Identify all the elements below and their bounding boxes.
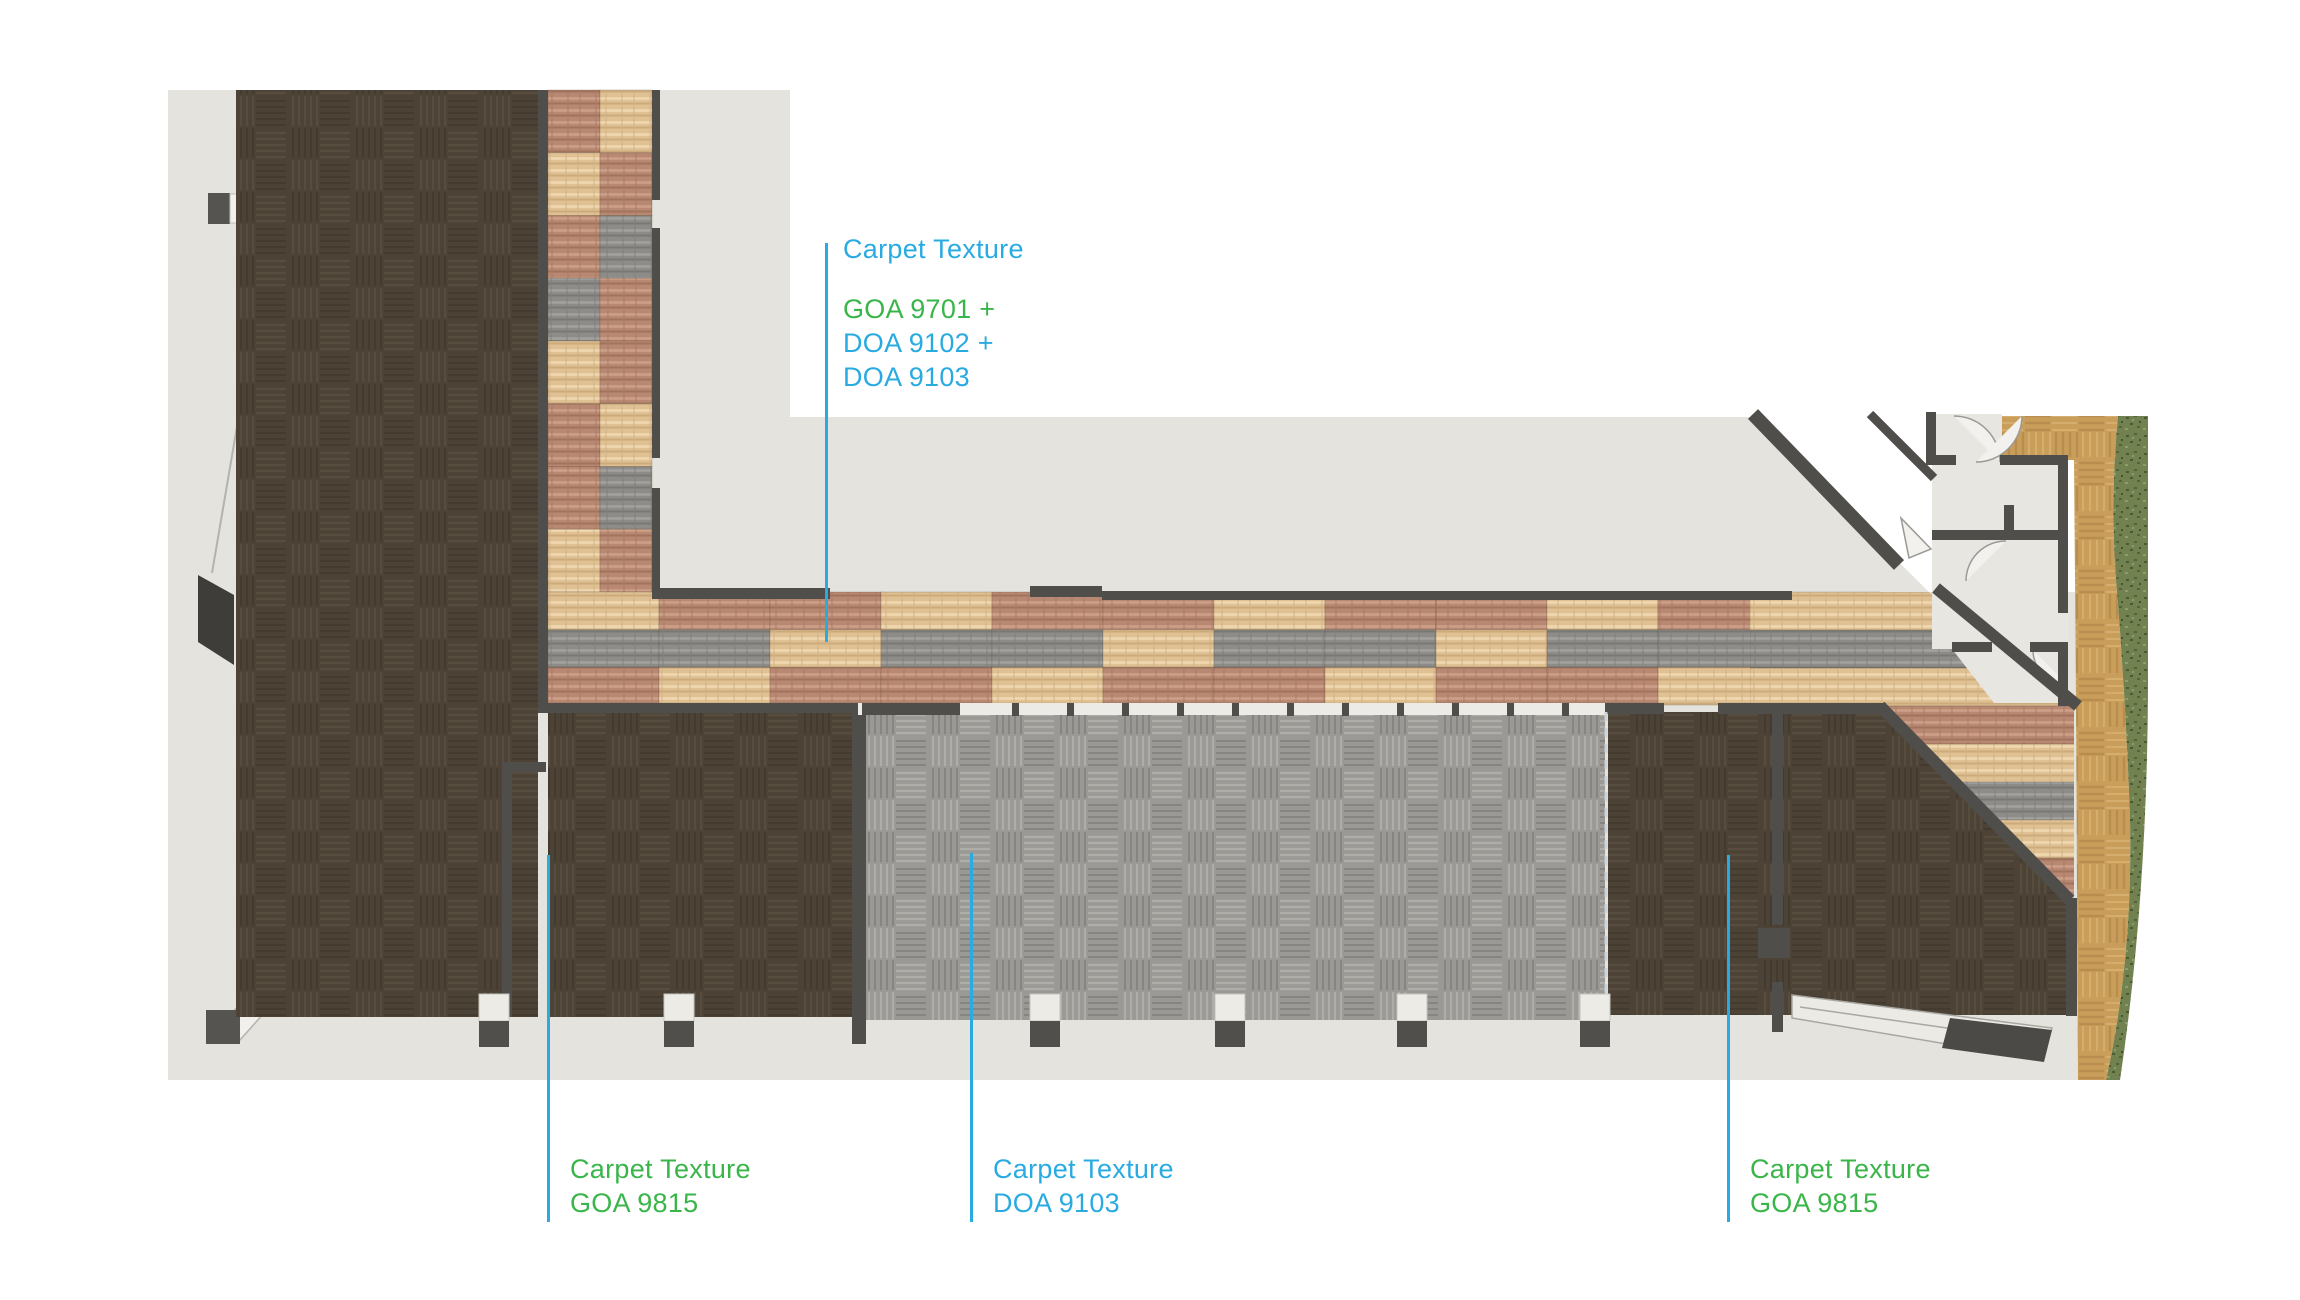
window-mullions (1012, 703, 1569, 716)
carpet-border-strip-vertical (547, 89, 653, 593)
annotation-heading: Carpet Texture (843, 234, 1024, 264)
window-wall-segment (862, 703, 960, 715)
annotation-bottom-right: Carpet Texture GOA 9815 (1750, 1152, 1931, 1220)
hedge-band (2106, 416, 2148, 1080)
exit-ramp (1791, 994, 2053, 1062)
annotation-code-line: DOA 9102 + (843, 328, 994, 358)
annotation-bottom-middle: Carpet Texture DOA 9103 (993, 1152, 1174, 1220)
carpet-border-strip-horizontal (547, 591, 1881, 706)
annotation-line: GOA 9815 (1750, 1188, 1879, 1218)
annotation-line: DOA 9103 (993, 1188, 1120, 1218)
wood-parquet-band (1997, 416, 2131, 1080)
carpet-gray-center (862, 712, 1605, 1020)
annotation-line: Carpet Texture (993, 1154, 1174, 1184)
column-stubs (478, 993, 1611, 1047)
annotation-code-line: GOA 9701 + (843, 294, 996, 324)
carpet-dark-right (1608, 712, 2074, 1015)
annotation-code-line: DOA 9103 (843, 362, 970, 392)
annotation-bottom-left: Carpet Texture GOA 9815 (570, 1152, 751, 1220)
stair-door-leaf (1899, 515, 1933, 560)
carpet-dark-left (236, 90, 858, 1017)
stair-rooms (1932, 414, 2068, 703)
annotation-line: Carpet Texture (1750, 1154, 1931, 1184)
walls (502, 90, 2068, 1044)
diagonal-walls (1747, 409, 2082, 1016)
annotation-line: GOA 9815 (570, 1188, 699, 1218)
annotation-border-carpet: Carpet Texture GOA 9701 + DOA 9102 + DOA… (843, 232, 1024, 394)
annotation-line: Carpet Texture (570, 1154, 751, 1184)
leader-lines (547, 243, 1730, 1222)
window-sill (858, 703, 1605, 715)
